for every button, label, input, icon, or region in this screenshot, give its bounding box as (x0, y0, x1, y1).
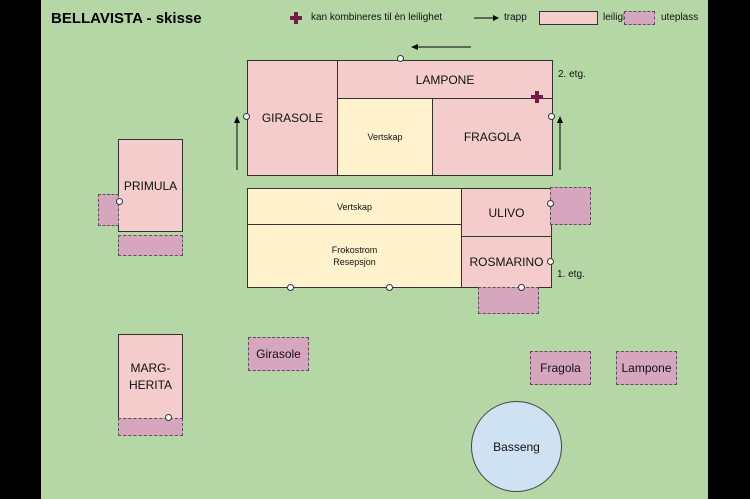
room-margherita: MARG- HERITA (118, 334, 183, 419)
door-lampone-top (397, 55, 404, 62)
door-rosmarino-bottom (518, 284, 525, 291)
room-rosmarino-label: ROSMARINO (469, 255, 544, 269)
combine-cross-lampone-icon (531, 91, 543, 103)
door-rosmarino (547, 258, 554, 265)
room-ulivo-label: ULIVO (488, 205, 525, 220)
room-lampone-label: LAMPONE (415, 72, 475, 87)
diagram-arrows (234, 44, 563, 170)
room-vertskap-upper: Vertskap (337, 98, 433, 176)
room-fragola: FRAGOLA (432, 98, 553, 176)
stairs-arrow-left-icon (234, 116, 240, 170)
legend-graphics (290, 12, 499, 24)
legend-apartment-label: leilighet (603, 12, 637, 23)
door-primula (116, 198, 123, 205)
legend-patio-swatch (624, 11, 655, 25)
room-vertskap-lower-label: Vertskap (336, 201, 373, 212)
pool: Basseng (471, 401, 562, 492)
door-frokost-2 (386, 284, 393, 291)
room-margherita-label-2: HERITA (128, 377, 173, 392)
patio-primula-bottom (118, 235, 183, 256)
room-vertskap-lower: Vertskap (247, 188, 462, 225)
diagram-title: BELLAVISTA - skisse (51, 10, 202, 27)
door-margherita (165, 414, 172, 421)
site-plan-canvas: BELLAVISTA - skisse kan kombineres til è… (41, 0, 708, 499)
pool-label: Basseng (493, 439, 540, 454)
room-vertskap-upper-label: Vertskap (367, 132, 403, 142)
floor-label-second: 2. etg. (558, 69, 586, 80)
combine-cross-icon (290, 12, 302, 24)
patio-rosmarino (478, 287, 539, 314)
legend-stairs-label: trapp (504, 12, 527, 23)
room-frokostrom: Frokostrom Resepsjon (247, 224, 462, 288)
patio-margherita (118, 418, 183, 436)
patio-primula-side (98, 194, 119, 226)
patio-fragola: Fragola (530, 351, 591, 385)
stairs-arrow-top-icon (411, 44, 471, 50)
stairs-arrow-icon (474, 15, 499, 21)
room-resepsjon-label: Resepsjon (333, 257, 376, 267)
room-rosmarino: ROSMARINO (461, 236, 552, 288)
legend-apartment-swatch (539, 11, 598, 25)
patio-girasole-label: Girasole (256, 347, 301, 361)
room-ulivo: ULIVO (461, 188, 552, 237)
door-frokost-1 (287, 284, 294, 291)
stairs-arrow-right-icon (557, 116, 563, 170)
patio-ulivo (550, 187, 591, 225)
floor-label-first: 1. etg. (557, 269, 585, 280)
legend-combine-label: kan kombineres til èn leilighet (311, 12, 443, 23)
legend-patio-label: uteplass (661, 12, 699, 23)
room-margherita-label-1: MARG- (130, 361, 171, 376)
room-fragola-label: FRAGOLA (463, 130, 522, 144)
room-girasole-label: GIRASOLE (261, 111, 324, 125)
patio-girasole: Girasole (248, 337, 309, 371)
door-fragola (548, 113, 555, 120)
room-primula: PRIMULA (118, 139, 183, 232)
patio-lampone-label: Lampone (621, 361, 672, 375)
patio-lampone: Lampone (616, 351, 677, 385)
patio-fragola-label: Fragola (540, 361, 581, 375)
door-ulivo (547, 200, 554, 207)
room-frokostrom-label: Frokostrom (331, 244, 378, 255)
room-primula-label: PRIMULA (123, 178, 178, 193)
room-girasole: GIRASOLE (247, 60, 338, 176)
door-girasole (243, 113, 250, 120)
